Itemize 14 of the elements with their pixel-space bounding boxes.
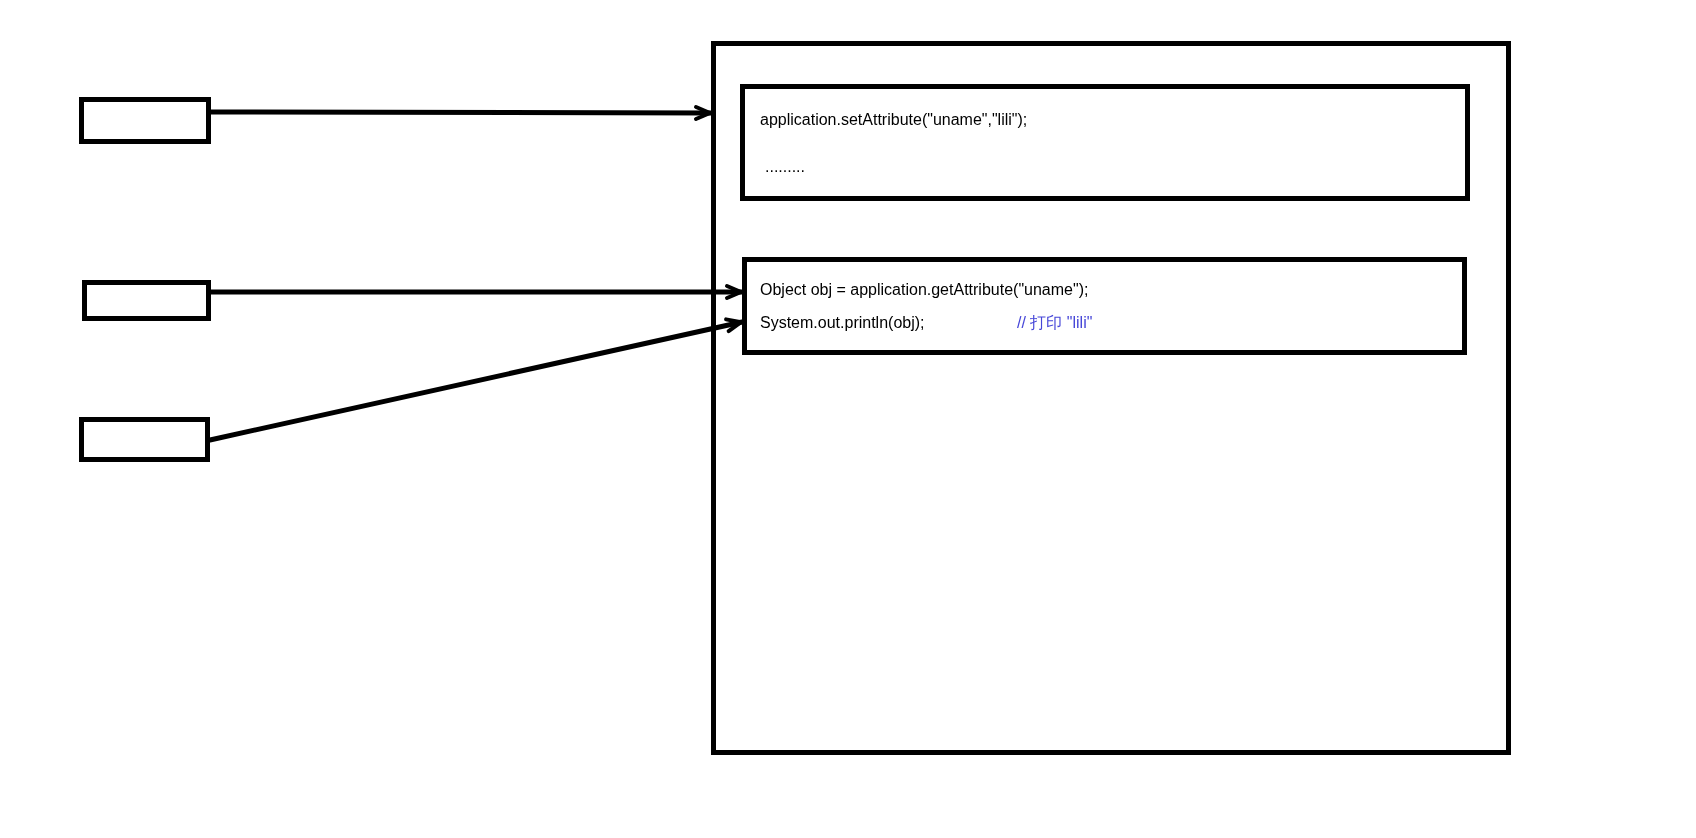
container-box [711,41,1511,755]
code-comment: // 打印 "lili" [1017,313,1093,333]
arrow [207,317,745,443]
code-line: System.out.println(obj); [760,313,925,333]
code-box [742,257,1467,355]
ellipsis: ......... [765,157,805,177]
code-line: Object obj = application.getAttribute("uname"); [760,280,1089,300]
arrow [208,284,745,300]
empty-box [79,97,211,144]
code-box [740,84,1470,201]
empty-box [82,280,211,321]
arrow [208,104,714,121]
empty-box [79,417,210,462]
code-line: application.setAttribute("uname","lili"); [760,110,1028,130]
